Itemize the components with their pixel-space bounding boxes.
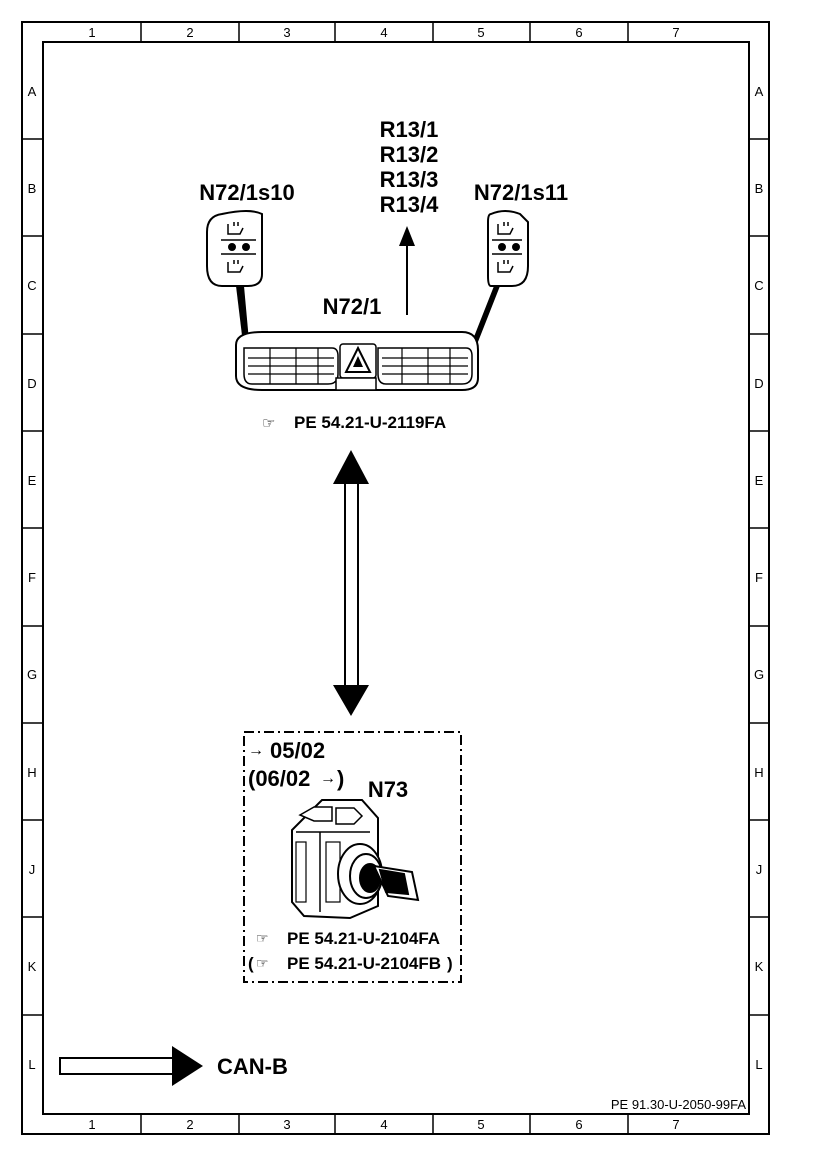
- col-label: 6: [575, 1117, 582, 1132]
- col-label: 6: [575, 25, 582, 40]
- can-bus-link-arrow: [333, 450, 369, 716]
- can-b-legend-arrow: [59, 1046, 203, 1086]
- row-label: A: [755, 84, 764, 99]
- row-labels-right: A B C D E F G H J K L: [754, 84, 764, 1072]
- col-label: 3: [283, 1117, 290, 1132]
- date-from: (06/02: [248, 766, 310, 791]
- resistor-label: R13/3: [380, 167, 439, 192]
- pointing-hand-icon: ☞: [262, 415, 275, 432]
- col-label: 1: [88, 25, 95, 40]
- row-label: H: [27, 765, 36, 780]
- row-label: F: [28, 570, 36, 585]
- date-up-to: 05/02: [270, 738, 325, 763]
- col-label: 7: [672, 1117, 679, 1132]
- row-label: D: [754, 376, 763, 391]
- row-label: F: [755, 570, 763, 585]
- row-label: E: [755, 473, 764, 488]
- n73-variant-box: [243, 731, 462, 983]
- row-label: J: [29, 862, 36, 877]
- row-labels-left: A B C D E F G H J K L: [27, 84, 37, 1072]
- resistor-label: R13/4: [380, 192, 439, 217]
- resistor-arrow-head: [399, 226, 415, 246]
- n73-ref-1: PE 54.21-U-2104FA: [287, 929, 440, 948]
- arrow-icon: →: [320, 770, 336, 787]
- ref-close-paren: ): [447, 954, 453, 973]
- col-label: 1: [88, 1117, 95, 1132]
- center-panel-ref-text: PE 54.21-U-2119FA: [294, 413, 446, 432]
- pointing-hand-icon: ☞: [256, 930, 269, 946]
- pointing-hand-icon: ☞: [256, 955, 269, 971]
- n73-ref-2: PE 54.21-U-2104FB: [287, 954, 441, 973]
- right-leader-line: [468, 286, 500, 352]
- row-label: C: [754, 278, 763, 293]
- ref-open-paren: (: [248, 954, 254, 973]
- row-label: G: [754, 667, 764, 682]
- center-panel-ref: ☞ PE 54.21-U-2119FA: [262, 413, 446, 432]
- col-label: 5: [477, 1117, 484, 1132]
- row-label: L: [755, 1057, 762, 1072]
- outer-frame: [21, 21, 770, 1135]
- col-label: 2: [186, 1117, 193, 1132]
- row-label: B: [755, 181, 764, 196]
- resistor-label: R13/2: [380, 142, 439, 167]
- row-label: C: [27, 278, 36, 293]
- column-labels-bottom: 1 2 3 4 5 6 7: [88, 1117, 679, 1132]
- row-label: J: [756, 862, 763, 877]
- col-label: 2: [186, 25, 193, 40]
- col-label: 7: [672, 25, 679, 40]
- inner-frame: [42, 41, 750, 1115]
- right-seat-heater-switch: [487, 210, 529, 287]
- row-dividers: [22, 138, 769, 1016]
- date-close-paren: ): [337, 766, 344, 791]
- can-b-label: CAN-B: [217, 1054, 288, 1079]
- row-label: K: [755, 959, 764, 974]
- row-label: G: [27, 667, 37, 682]
- center-panel-label: N72/1: [323, 294, 382, 319]
- row-label: L: [28, 1057, 35, 1072]
- n73-refs: ☞ PE 54.21-U-2104FA ( ☞ PE 54.21-U-2104F…: [248, 929, 453, 973]
- right-switch-label: N72/1s11: [474, 180, 568, 205]
- col-label: 4: [380, 1117, 387, 1132]
- row-label: D: [27, 376, 36, 391]
- row-label: B: [28, 181, 37, 196]
- row-label: A: [28, 84, 37, 99]
- row-label: E: [28, 473, 37, 488]
- document-id: PE 91.30-U-2050-99FA: [611, 1097, 746, 1112]
- row-label: K: [28, 959, 37, 974]
- ignition-switch-label: N73: [368, 777, 408, 802]
- arrow-icon: →: [248, 742, 264, 759]
- col-label: 4: [380, 25, 387, 40]
- resistor-label: R13/1: [380, 117, 439, 142]
- ignition-switch: [291, 799, 420, 920]
- resistor-labels: R13/1 R13/2 R13/3 R13/4: [380, 117, 439, 217]
- center-console-panel: [235, 331, 479, 391]
- left-switch-label: N72/1s10: [199, 180, 294, 205]
- col-label: 3: [283, 25, 290, 40]
- col-label: 5: [477, 25, 484, 40]
- column-dividers: [140, 22, 629, 1134]
- column-labels-top: 1 2 3 4 5 6 7: [88, 25, 679, 40]
- left-seat-heater-switch: [206, 210, 263, 287]
- row-label: H: [754, 765, 763, 780]
